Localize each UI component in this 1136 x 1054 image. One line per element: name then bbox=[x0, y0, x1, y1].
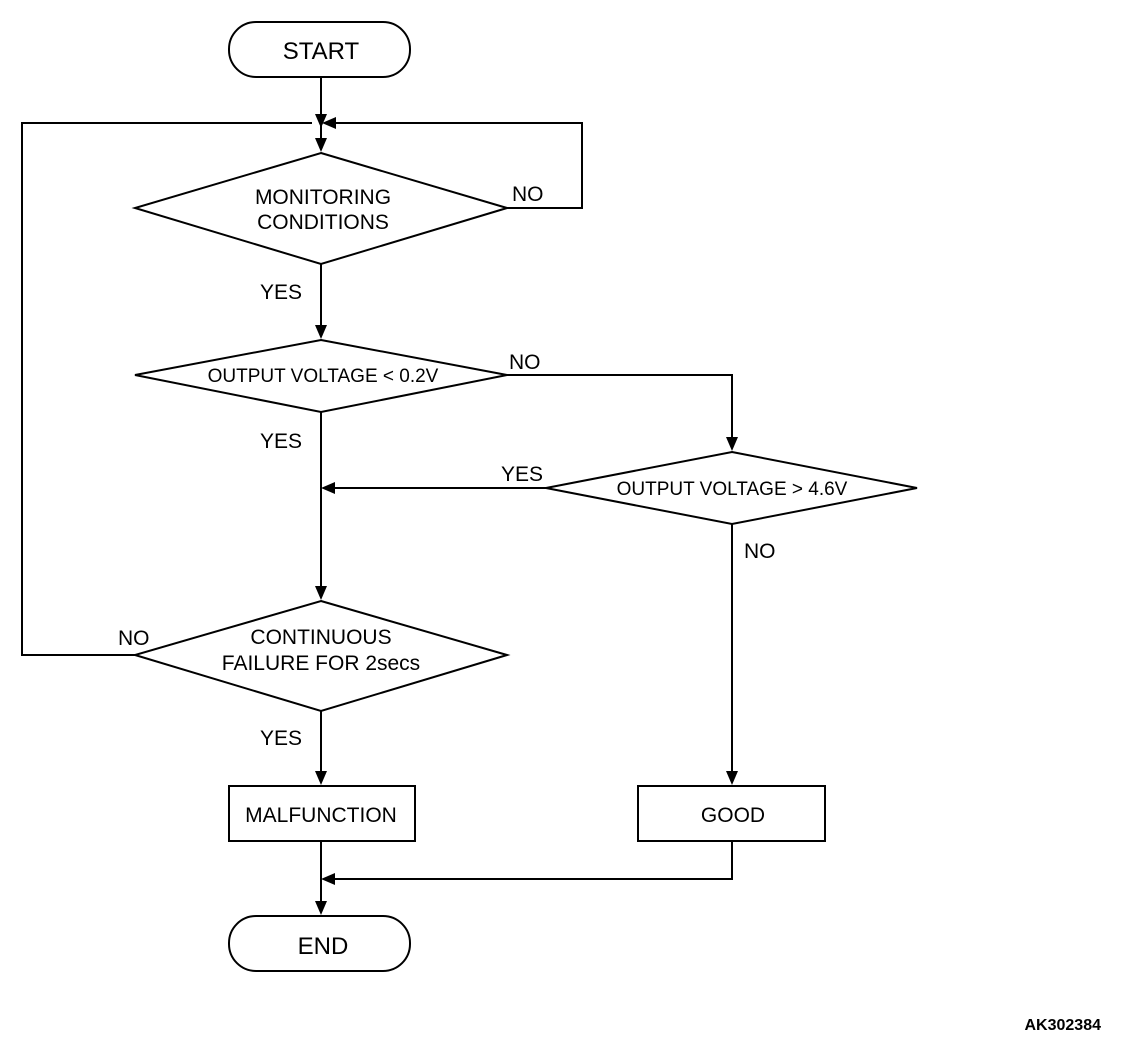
arrowhead bbox=[315, 325, 327, 339]
decision-continuous-line1: CONTINUOUS bbox=[250, 626, 391, 649]
branch-label-monitoring-yes: YES bbox=[260, 281, 302, 304]
end-label: END bbox=[298, 933, 349, 960]
malfunction-box bbox=[228, 785, 416, 842]
connector-good-to-merge bbox=[329, 842, 733, 880]
arrowhead bbox=[315, 586, 327, 600]
branch-label-monitoring-no: NO bbox=[512, 183, 544, 206]
connector-low-no-to-high bbox=[505, 374, 733, 444]
branch-label-low-yes: YES bbox=[260, 430, 302, 453]
arrowhead bbox=[315, 114, 327, 128]
arrowhead bbox=[321, 873, 335, 885]
arrowhead bbox=[315, 771, 327, 785]
start-label: START bbox=[283, 38, 360, 65]
start-terminal bbox=[228, 21, 411, 78]
branch-label-high-no: NO bbox=[744, 540, 776, 563]
branch-label-continuous-no: NO bbox=[118, 627, 150, 650]
branch-label-low-no: NO bbox=[509, 351, 541, 374]
arrowhead bbox=[321, 482, 335, 494]
branch-label-high-yes: YES bbox=[501, 463, 543, 486]
arrowhead bbox=[322, 117, 336, 129]
decision-monitoring-line1: MONITORING bbox=[255, 186, 391, 209]
end-terminal bbox=[228, 915, 411, 972]
arrowhead bbox=[726, 771, 738, 785]
connector-monitoring-no-loop bbox=[330, 122, 583, 209]
arrowhead bbox=[315, 138, 327, 152]
malfunction-label: MALFUNCTION bbox=[245, 804, 397, 827]
decision-output-voltage-high bbox=[545, 450, 918, 526]
decision-monitoring-line2: CONDITIONS bbox=[257, 211, 389, 234]
decision-low-label: OUTPUT VOLTAGE < 0.2V bbox=[208, 366, 439, 387]
decision-monitoring-conditions bbox=[131, 151, 511, 266]
arrowhead bbox=[315, 901, 327, 915]
good-box bbox=[637, 785, 826, 842]
branch-label-continuous-yes: YES bbox=[260, 727, 302, 750]
decision-output-voltage-low bbox=[134, 338, 508, 414]
connector-continuous-no-loop bbox=[21, 122, 312, 656]
arrowhead bbox=[726, 437, 738, 451]
decision-continuous-line2: FAILURE FOR 2secs bbox=[222, 652, 420, 675]
decision-high-label: OUTPUT VOLTAGE > 4.6V bbox=[617, 479, 848, 500]
good-label: GOOD bbox=[701, 804, 765, 827]
decision-continuous-failure bbox=[131, 599, 511, 713]
figure-code: AK302384 bbox=[1025, 1017, 1102, 1034]
